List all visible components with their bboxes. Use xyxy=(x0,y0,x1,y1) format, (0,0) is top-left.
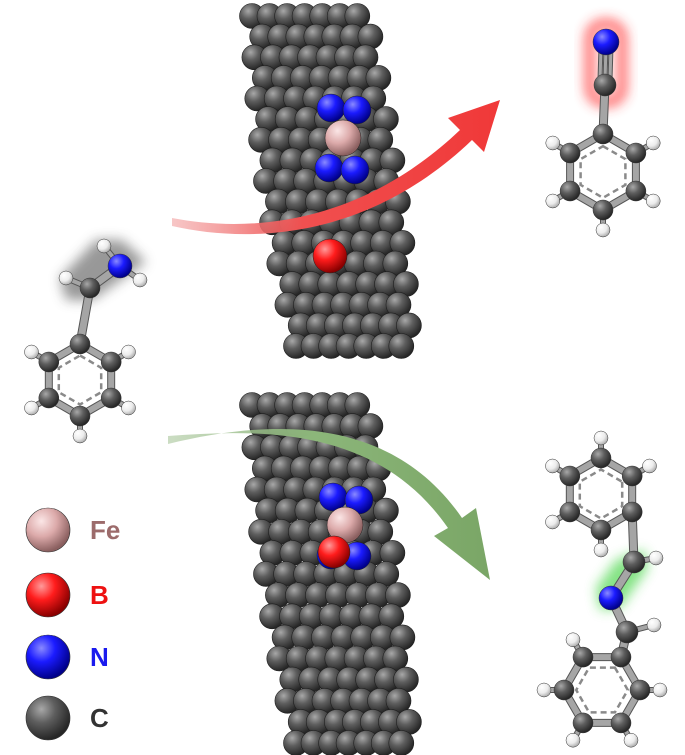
top-sheet-icon xyxy=(239,3,422,359)
h-atom xyxy=(593,430,609,446)
n-atom xyxy=(318,482,348,512)
c-atom xyxy=(38,351,60,373)
legend-c-atom xyxy=(25,695,71,741)
carbon-atom xyxy=(373,497,399,524)
h-atom xyxy=(645,135,661,151)
c-atom xyxy=(615,620,639,644)
aromatic-ring xyxy=(579,144,627,200)
h-atom xyxy=(121,400,136,416)
c-atom xyxy=(38,387,60,409)
h-atom xyxy=(545,458,560,474)
h-atom xyxy=(24,400,39,416)
c-atom xyxy=(621,465,643,487)
carbon-atom xyxy=(344,392,371,418)
h-atom xyxy=(96,238,112,254)
h-atom xyxy=(595,222,611,238)
h-atom xyxy=(623,732,639,748)
c-atom xyxy=(592,199,614,221)
h-atom xyxy=(642,458,657,474)
h-atom xyxy=(565,632,581,648)
n-atom xyxy=(598,585,624,611)
n-atom xyxy=(107,253,133,279)
c-atom xyxy=(553,679,575,701)
n-atom xyxy=(316,93,346,123)
n-atom xyxy=(342,95,372,125)
h-atom xyxy=(652,682,668,698)
c-atom xyxy=(610,646,632,668)
c-atom xyxy=(69,333,91,355)
element-legend: FeB N C xyxy=(25,507,120,741)
legend-label-fe: Fe xyxy=(90,515,120,545)
c-atom xyxy=(572,712,594,734)
c-atom xyxy=(79,277,101,299)
c-atom xyxy=(572,646,594,668)
carbon-atom xyxy=(388,333,415,359)
c-atom xyxy=(625,180,647,202)
h-atom xyxy=(545,193,561,209)
c-atom xyxy=(629,679,651,701)
h-atom xyxy=(545,514,560,530)
n-atom xyxy=(340,155,370,185)
c-atom xyxy=(559,180,581,202)
b-atom xyxy=(317,535,351,569)
h-atom xyxy=(58,270,74,286)
legend-fe-atom xyxy=(25,507,71,553)
h-atom xyxy=(72,428,88,444)
h-atom xyxy=(645,193,661,209)
n-atom xyxy=(592,28,620,56)
reactant-icon xyxy=(24,238,148,444)
c-atom xyxy=(622,550,646,574)
c-atom xyxy=(559,501,581,523)
aromatic-ring xyxy=(57,354,103,406)
c-atom xyxy=(69,405,91,427)
c-atom xyxy=(610,712,632,734)
h-atom xyxy=(24,344,39,360)
top-reaction-arrow xyxy=(172,100,500,235)
n-atom xyxy=(314,153,344,183)
bottom-sheet-icon xyxy=(239,392,422,755)
c-atom xyxy=(593,73,617,97)
bottom-reaction-arrow xyxy=(168,428,490,580)
legend-label-c: C xyxy=(90,703,109,733)
carbon-atom xyxy=(388,730,415,755)
h-atom xyxy=(121,344,136,360)
aromatic-ring xyxy=(574,666,630,714)
legend-b-atom xyxy=(25,572,71,618)
carbon-atom xyxy=(357,413,384,439)
c-atom xyxy=(559,142,581,164)
b-atom xyxy=(312,238,348,274)
fe-atom xyxy=(324,119,362,157)
h-atom xyxy=(565,732,581,748)
legend-label-n: N xyxy=(90,642,109,672)
c-atom xyxy=(625,142,647,164)
bottom-product-icon xyxy=(536,430,668,748)
c-atom xyxy=(100,387,122,409)
top-product-icon xyxy=(545,19,661,238)
c-atom xyxy=(592,123,614,145)
h-atom xyxy=(132,272,148,288)
c-atom xyxy=(621,501,643,523)
legend-label-b: B xyxy=(90,580,109,610)
c-atom xyxy=(100,351,122,373)
h-atom xyxy=(593,542,609,558)
h-atom xyxy=(646,617,662,633)
c-atom xyxy=(559,465,581,487)
h-atom xyxy=(536,682,552,698)
h-atom xyxy=(545,135,561,151)
c-atom xyxy=(590,519,612,541)
h-atom xyxy=(648,550,664,566)
c-atom xyxy=(590,447,612,469)
legend-n-atom xyxy=(25,634,71,680)
aromatic-ring xyxy=(578,468,624,520)
